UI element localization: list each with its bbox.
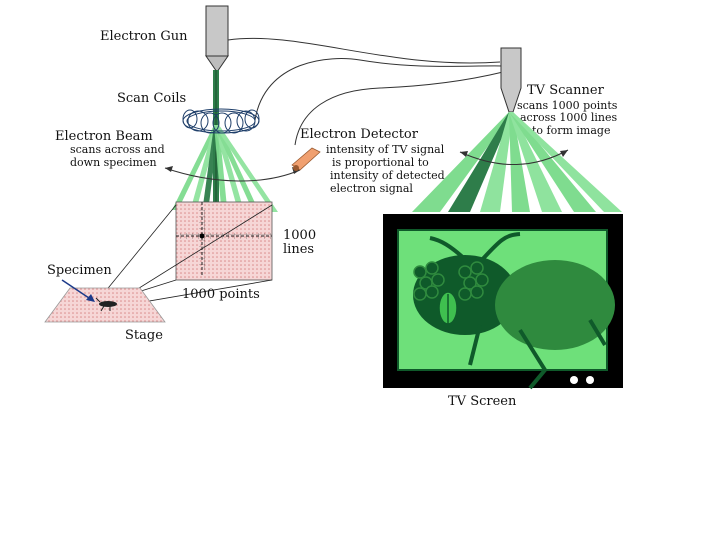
specimen-insect <box>95 297 117 312</box>
tv-scanner-fan <box>412 112 622 212</box>
beam-scan-arrowhead-left <box>165 166 173 172</box>
lines-count-label: 1000 <box>283 228 316 243</box>
lines-word-label: lines <box>283 242 314 257</box>
electron-beam-label: Electron Beam <box>55 129 153 144</box>
insect-eye-left <box>413 261 445 301</box>
detector-note-line-4: electron signal <box>330 182 413 195</box>
tv-scan-arrowhead-right <box>560 150 568 157</box>
signal-wires <box>227 37 506 146</box>
tv-scanner-label: TV Scanner <box>527 83 605 98</box>
detector-note-line-1: intensity of TV signal <box>326 143 445 156</box>
tv-scan-arrowhead-left <box>460 151 468 157</box>
detector-note-line-2: is proportional to <box>332 156 429 169</box>
beam-note-line-2: down specimen <box>70 156 157 169</box>
points-label: 1000 points <box>182 287 260 302</box>
specimen-pointer-head <box>86 294 95 302</box>
specimen-label: Specimen <box>47 263 112 278</box>
beam-note-line-1: scans across and <box>70 143 165 156</box>
electron-gun-label: Electron Gun <box>100 29 188 44</box>
beam-fan <box>172 125 278 220</box>
detector-note-line-3: intensity of detected <box>330 169 445 182</box>
electron-detector-label: Electron Detector <box>300 127 419 142</box>
tv-insect-image <box>413 232 615 390</box>
insect-eye-right <box>458 261 489 301</box>
scanner-note-line-1: scans 1000 points <box>517 99 618 112</box>
stage-label: Stage <box>125 328 163 343</box>
tv-scan-arrow <box>459 149 569 166</box>
beam-scan-arrow <box>164 167 301 182</box>
tv-screen-label: TV Screen <box>448 394 517 409</box>
scanner-note-line-2: across 1000 lines <box>520 111 618 124</box>
electron-gun <box>205 5 229 73</box>
scan-coils <box>182 108 260 134</box>
scan-coils-label: Scan Coils <box>117 91 186 106</box>
scanner-note-line-3: to form image <box>532 124 610 137</box>
electron-detector <box>291 147 321 171</box>
specimen-pointer <box>61 279 93 301</box>
